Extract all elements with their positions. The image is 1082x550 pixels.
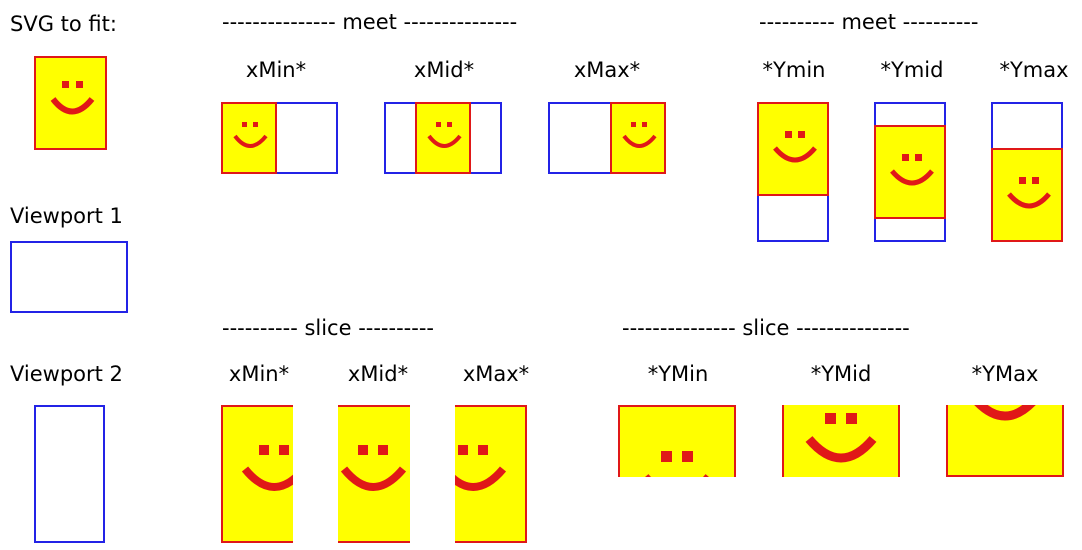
meet-label-xmax: xMax* [573,58,641,82]
slice-label-ymax: *YMax [971,362,1039,386]
smiley-icon [427,122,462,148]
slice-xmin-svg [221,405,293,543]
meet-header-x: --------------- meet --------------- [222,10,518,34]
meet-xmid-svg [415,102,471,174]
smiley-icon [622,122,657,148]
smiley-icon [1007,177,1051,209]
viewport-2-label: Viewport 2 [10,362,123,386]
slice-label-xmin: xMin* [228,362,290,386]
smiley-icon [890,154,934,186]
smiley-icon [340,445,407,491]
meet-label-ymin: *Ymin [762,58,826,82]
meet-ymid-svg [874,125,946,219]
meet-xmin-svg [221,102,277,174]
slice-label-xmid: xMid* [347,362,409,386]
smiley-icon [233,122,268,148]
smiley-icon [50,81,95,115]
viewport-1 [10,241,128,313]
slice-ymin-svg [618,405,736,477]
meet-label-ymid: *Ymid [880,58,944,82]
svg-to-fit-sample [34,56,107,150]
meet-label-xmid: xMid* [413,58,475,82]
slice-xmax-svg [455,405,527,543]
svg-to-fit-label: SVG to fit: [10,12,117,36]
smiley-icon [974,405,1036,421]
meet-label-xmin: xMin* [245,58,307,82]
meet-label-ymax: *Ymax [999,58,1069,82]
meet-ymin-svg [757,102,829,196]
slice-header-y: --------------- slice --------------- [622,316,910,340]
smiley-icon [773,131,817,163]
smiley-icon [645,451,709,477]
smiley-icon [241,445,293,491]
smiley-icon [455,445,507,491]
meet-xmax-svg [610,102,666,174]
slice-header-x: ---------- slice ---------- [222,316,434,340]
meet-ymax-svg [991,148,1063,242]
slice-xmid-svg [338,405,410,543]
smiley-icon [805,413,877,463]
slice-label-ymin: *YMin [647,362,709,386]
viewport-1-label: Viewport 1 [10,204,123,228]
meet-header-y: ---------- meet ---------- [759,10,979,34]
viewport-2 [34,405,105,543]
slice-label-xmax: xMax* [462,362,530,386]
slice-ymid-svg [782,405,900,477]
slice-ymax-svg [946,405,1064,477]
slice-label-ymid: *YMid [810,362,872,386]
